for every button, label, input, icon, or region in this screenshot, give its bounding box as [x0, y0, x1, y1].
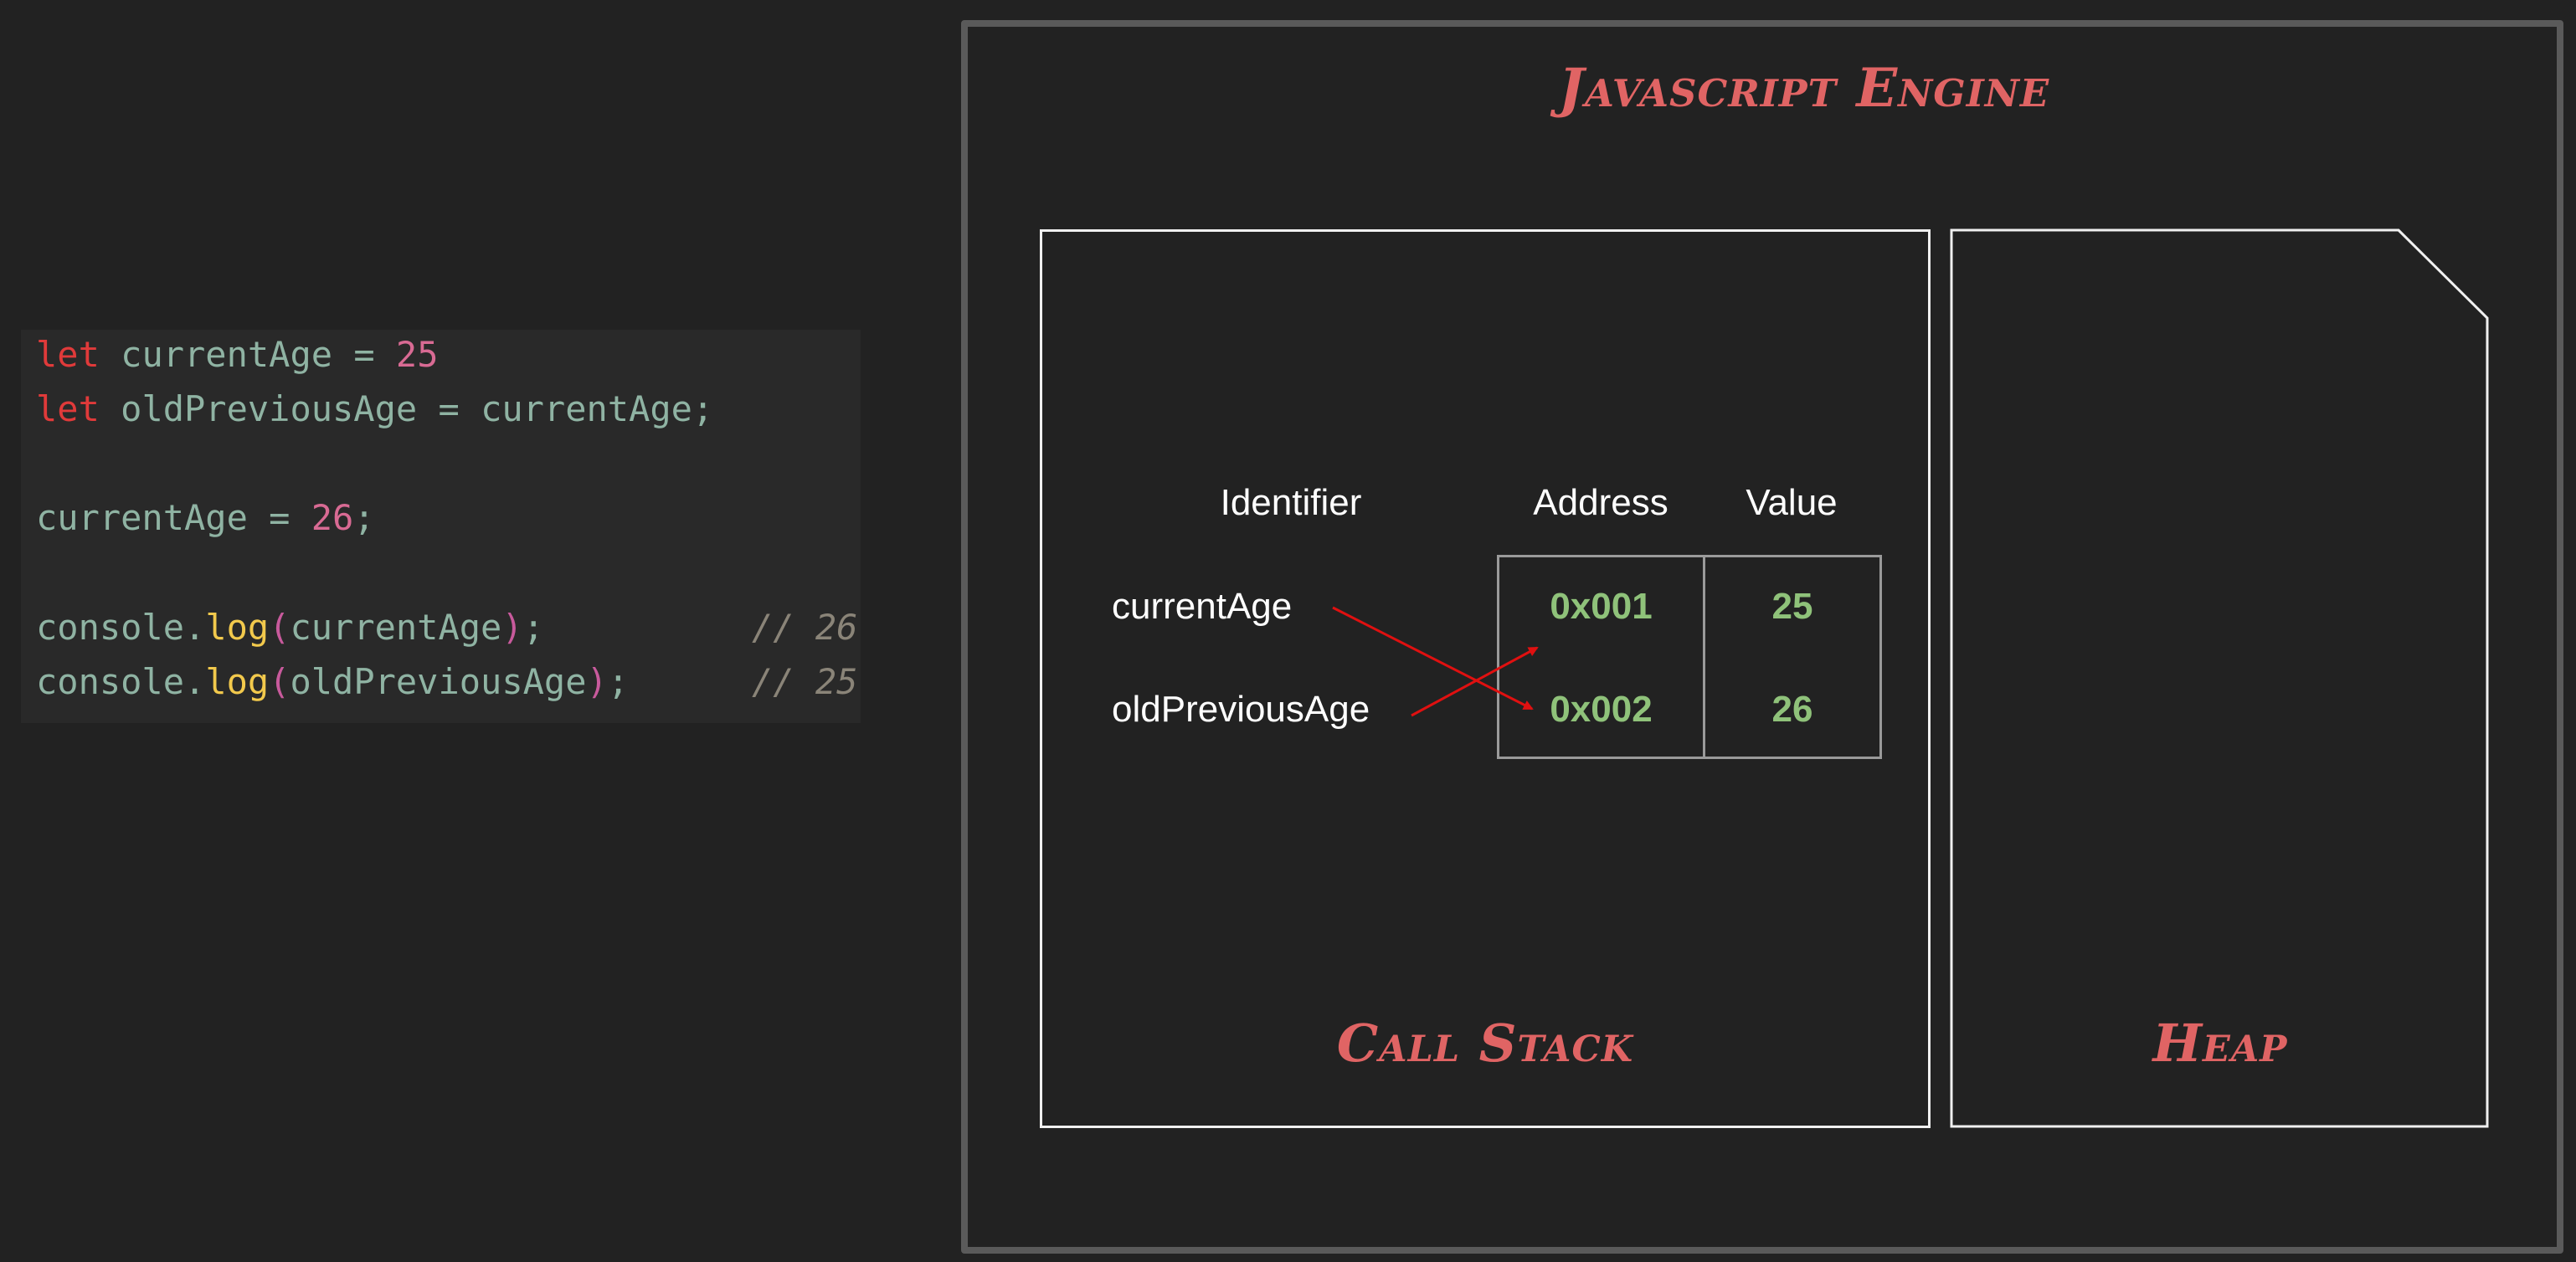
paren-open: (: [269, 607, 291, 648]
address-cell: 0x002: [1550, 689, 1653, 730]
object-name: console: [36, 607, 185, 648]
call-stack-box: [1040, 229, 1931, 1128]
identifier: currentAge: [121, 334, 333, 375]
call-stack-label: Call Stack: [1336, 1013, 1634, 1074]
semicolon: ;: [353, 497, 375, 538]
value-cell: 26: [1771, 689, 1813, 730]
semicolon: ;: [522, 607, 544, 648]
heap-box: [1950, 228, 2489, 1128]
identifier: currentAge: [481, 388, 692, 429]
code-comment: // 26: [752, 607, 858, 648]
dot: .: [184, 661, 206, 702]
code-comment: // 25: [752, 661, 858, 702]
arrow-oldPreviousAge-to-0x001: [1411, 646, 1539, 717]
identifier-oldPreviousAge: oldPreviousAge: [1112, 689, 1370, 730]
keyword: let: [36, 334, 100, 375]
engine-title: Javascript Engine: [1558, 57, 2050, 120]
object-name: console: [36, 661, 185, 702]
number-literal: 25: [395, 334, 439, 375]
arrow-currentAge-to-0x002: [1332, 606, 1534, 711]
column-divider: [1703, 557, 1705, 757]
argument: oldPreviousAge: [290, 661, 587, 702]
identifier: currentAge: [36, 497, 248, 538]
operator: =: [438, 388, 460, 429]
identifier-currentAge: currentAge: [1112, 586, 1293, 627]
keyword: let: [36, 388, 100, 429]
paren-close: ): [586, 661, 608, 702]
function-name: log: [205, 661, 270, 702]
javascript-engine-frame: [961, 20, 2563, 1254]
semicolon: ;: [607, 661, 630, 702]
argument: currentAge: [290, 607, 502, 648]
heap-label: Heap: [2152, 1013, 2288, 1074]
code-line-4: console.log(currentAge); // 26: [36, 603, 865, 653]
code-line-2: let oldPreviousAge = currentAge;: [36, 384, 713, 434]
address-header: Address: [1533, 482, 1668, 523]
dot: .: [184, 607, 206, 648]
code-line-5: console.log(oldPreviousAge); // 25: [36, 657, 865, 707]
code-snippet-panel: let currentAge = 25 let oldPreviousAge =…: [21, 330, 861, 723]
semicolon: ;: [692, 388, 714, 429]
value-cell: 25: [1771, 586, 1813, 627]
memory-table: 0x001 25 0x002 26: [1497, 555, 1882, 759]
paren-close: ): [501, 607, 523, 648]
code-line-3: currentAge = 26;: [36, 493, 375, 543]
address-cell: 0x001: [1550, 586, 1653, 627]
value-header: Value: [1746, 482, 1838, 523]
function-name: log: [205, 607, 270, 648]
number-literal: 26: [311, 497, 354, 538]
identifier-header: Identifier: [1220, 482, 1362, 523]
code-line-1: let currentAge = 25: [36, 330, 439, 380]
paren-open: (: [269, 661, 291, 702]
identifier: oldPreviousAge: [121, 388, 418, 429]
operator: =: [269, 497, 291, 538]
operator: =: [353, 334, 375, 375]
